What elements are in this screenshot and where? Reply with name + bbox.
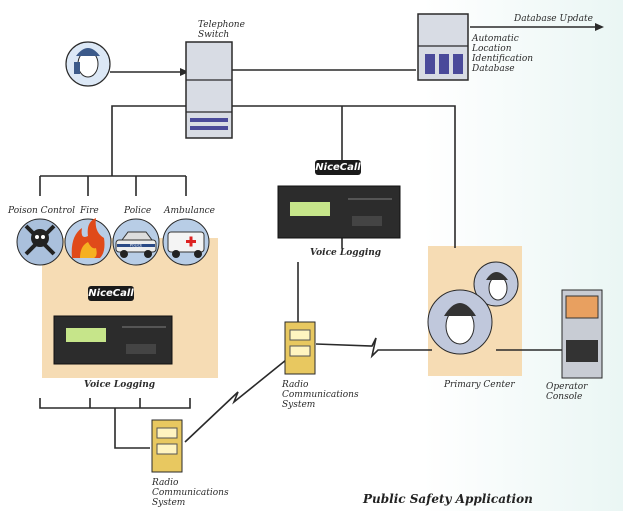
database-update-label: Database Update bbox=[514, 14, 593, 24]
police-car-icon bbox=[112, 218, 160, 266]
fire-label: Fire bbox=[80, 206, 99, 216]
recorder-center-icon bbox=[277, 185, 401, 239]
telephone-switch-label: Telephone Switch bbox=[198, 20, 245, 40]
telephone-switch-icon bbox=[185, 41, 233, 139]
operator-head-large-icon bbox=[427, 289, 493, 355]
caller-icon bbox=[65, 41, 111, 87]
diagram-title: Public Safety Application bbox=[363, 492, 533, 506]
recorder-left-icon bbox=[53, 315, 173, 365]
radio-mid-icon bbox=[284, 321, 316, 375]
poison-control-label: Poison Control bbox=[8, 206, 75, 216]
database-icon bbox=[417, 13, 469, 81]
nicecall-logo-center: NiceCall bbox=[315, 160, 361, 175]
operator-console-label: Operator Console bbox=[546, 382, 588, 402]
police-label: Police bbox=[124, 206, 152, 216]
fire-icon bbox=[64, 218, 112, 266]
ali-database-label: Automatic Location Identification Databa… bbox=[472, 34, 534, 74]
ambulance-icon bbox=[162, 218, 210, 266]
ambulance-label: Ambulance bbox=[164, 206, 215, 216]
operator-head-small-icon bbox=[473, 261, 519, 307]
radio-comms-bottom-label: Radio Communications System bbox=[152, 478, 229, 508]
nicecall-logo-left: NiceCall bbox=[88, 286, 134, 301]
radio-bottom-icon bbox=[151, 419, 183, 473]
primary-center-label: Primary Center bbox=[444, 380, 515, 390]
arrowhead-right bbox=[595, 23, 604, 31]
poison-control-icon bbox=[16, 218, 64, 266]
arrowhead-switch bbox=[180, 68, 189, 76]
police-car-text: POLICE bbox=[130, 244, 143, 248]
voice-logging-left-label: Voice Logging bbox=[84, 380, 156, 390]
operator-console-icon bbox=[561, 289, 603, 379]
connection-lines bbox=[39, 69, 562, 449]
voice-logging-center-label: Voice Logging bbox=[310, 248, 382, 258]
radio-comms-mid-label: Radio Communications System bbox=[282, 380, 359, 410]
